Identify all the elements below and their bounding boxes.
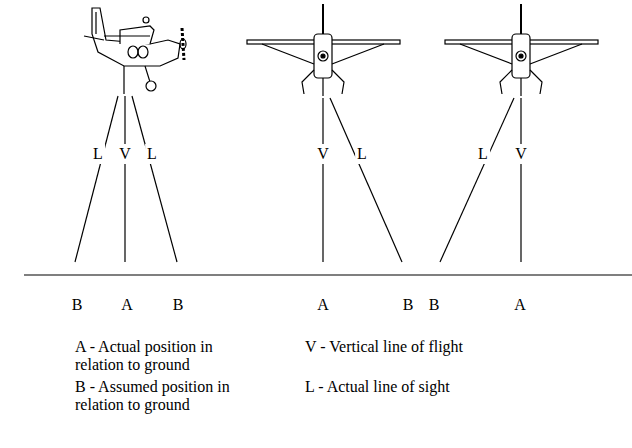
flight-line-label: V xyxy=(513,144,529,164)
flight-line-label: V xyxy=(315,144,331,164)
position-letter: B xyxy=(171,295,186,315)
front-view-airplane xyxy=(247,4,400,96)
key-note: A - Actual position in relation to groun… xyxy=(75,338,257,374)
sight-line-label: L xyxy=(355,144,369,164)
sight-line-label: L xyxy=(145,144,159,164)
position-letter: B xyxy=(427,295,442,315)
key-note: L - Actual line of sight xyxy=(305,378,450,396)
sight-line-label: L xyxy=(91,144,105,164)
side-view-airplane xyxy=(84,8,186,94)
sight-line-label: L xyxy=(476,144,490,164)
ground-line xyxy=(24,274,632,275)
key-note: B - Assumed position in relation to grou… xyxy=(75,378,257,414)
sight-lines xyxy=(75,96,521,262)
position-letter: B xyxy=(70,295,85,315)
flight-line-label: V xyxy=(117,144,133,164)
key-note: V - Vertical line of flight xyxy=(305,338,463,356)
position-letter: A xyxy=(315,295,331,315)
position-letter: B xyxy=(401,295,416,315)
front-view-airplane xyxy=(445,4,598,96)
position-letter: A xyxy=(512,295,528,315)
position-letter: A xyxy=(119,295,135,315)
